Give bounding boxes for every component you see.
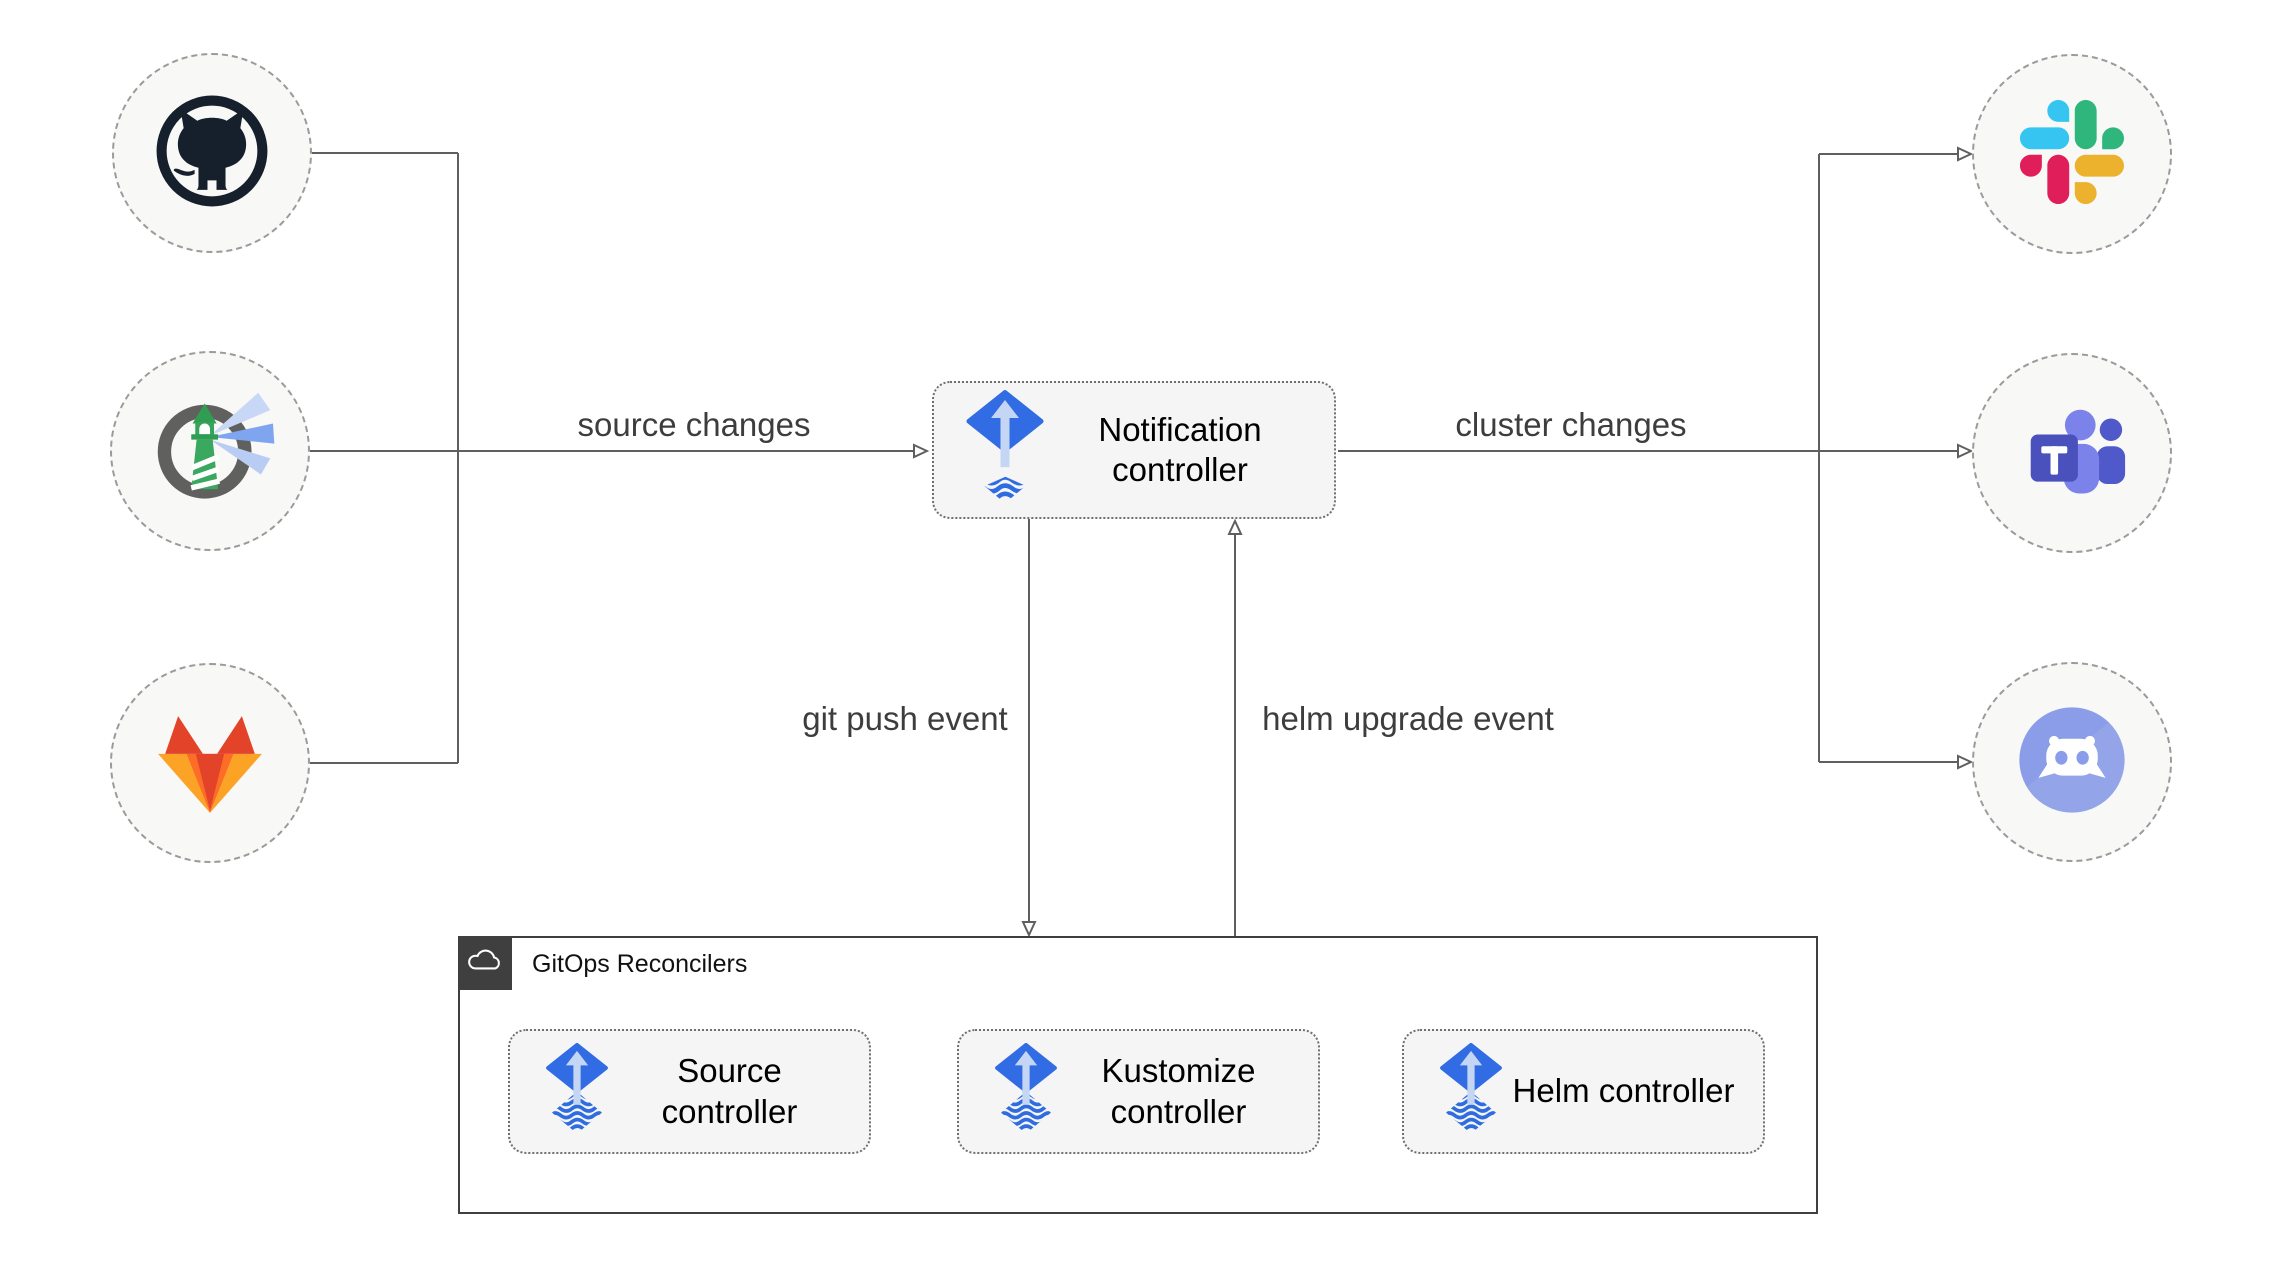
node-source-controller: Source controller — [508, 1029, 871, 1154]
edge-label-git-push-event: git push event — [802, 700, 1008, 737]
node-microsoft-teams — [1972, 353, 2172, 553]
notification-controller-label: Notification controller — [1098, 410, 1262, 488]
gitlab-icon — [151, 706, 269, 821]
edge-label-source-changes: source changes — [577, 406, 811, 443]
node-helm-controller: Helm controller — [1402, 1029, 1765, 1154]
node-gitlab — [110, 663, 310, 863]
node-harbor — [110, 351, 310, 551]
node-kustomize-controller: Kustomize controller — [957, 1029, 1320, 1154]
flux-icon — [964, 390, 1046, 510]
kustomize-controller-label: Kustomize controller — [1101, 1052, 1256, 1130]
discord-icon — [2010, 704, 2174, 861]
github-icon — [156, 95, 268, 212]
helm-controller-label: Helm controller — [1512, 1072, 1735, 1110]
flux-icon — [544, 1043, 610, 1140]
flux-icon — [1438, 1043, 1504, 1140]
node-discord — [1972, 662, 2174, 862]
group-title: GitOps Reconcilers — [532, 950, 748, 978]
microsoft-teams-icon — [2013, 396, 2131, 511]
slack-icon — [2020, 99, 2124, 209]
edge-label-helm-upgrade-event: helm upgrade event — [1262, 700, 1554, 737]
flux-icon — [993, 1043, 1059, 1140]
cloud-icon — [466, 947, 504, 979]
node-slack — [1972, 54, 2172, 254]
source-controller-label: Source controller — [661, 1052, 798, 1130]
harbor-icon — [143, 382, 277, 521]
node-notification-controller: Notification controller — [932, 381, 1336, 519]
node-github — [112, 53, 312, 253]
edge-label-cluster-changes: cluster changes — [1455, 406, 1687, 443]
gitops-reconcilers-group: GitOps Reconcilers — [458, 936, 1818, 1214]
group-badge — [458, 936, 512, 990]
